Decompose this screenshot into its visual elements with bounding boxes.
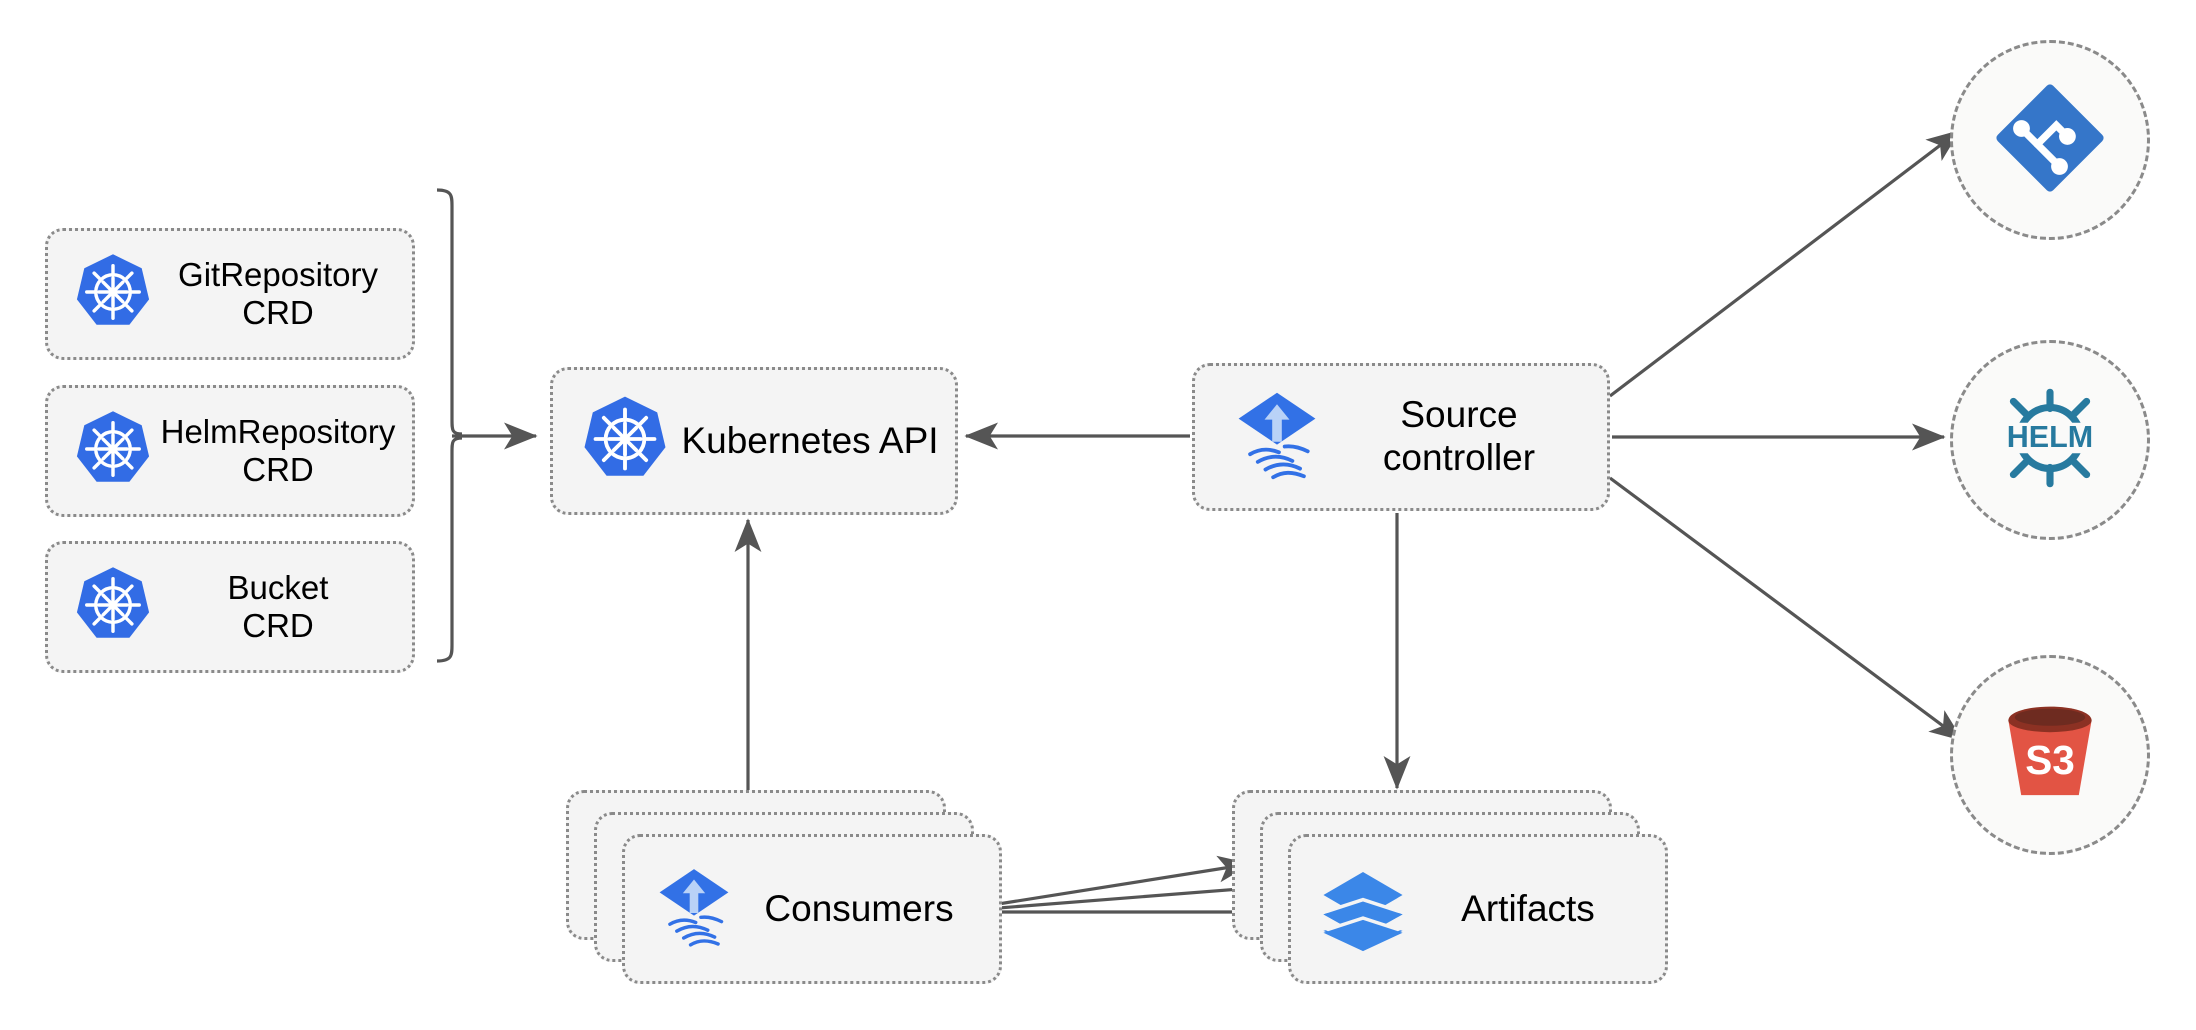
consumers-card-front[interactable]: Consumers (622, 834, 1002, 984)
node-kubernetes-api[interactable]: Kubernetes API (550, 367, 958, 515)
edge-source-controller-to-git (1609, 129, 1961, 398)
crd-card-label: GitRepository CRD (178, 256, 378, 331)
crd-group-brace-bottom (436, 436, 463, 663)
crd-card-helmrepository[interactable]: HelmRepository CRD (45, 385, 415, 517)
target-circle-git[interactable] (1950, 40, 2150, 240)
node-label: Kubernetes API (681, 419, 939, 461)
layers-icon (1317, 861, 1409, 958)
kubernetes-icon (579, 393, 671, 490)
crd-card-gitrepository[interactable]: GitRepository CRD (45, 228, 415, 360)
s3-bucket-icon: S3 (1991, 697, 2109, 814)
kubernetes-icon (72, 408, 154, 495)
crd-card-bucket[interactable]: Bucket CRD (45, 541, 415, 673)
artifacts-card-front[interactable]: Artifacts (1288, 834, 1668, 984)
crd-card-label: HelmRepository CRD (160, 413, 396, 488)
node-source-controller[interactable]: Source controller (1192, 363, 1610, 511)
node-label: Source controller (1382, 394, 1536, 478)
helm-icon: HELM (1989, 382, 2111, 499)
crd-group-brace-top (436, 188, 463, 436)
edge-source-controller-to-s3 (1609, 476, 1964, 742)
helm-label: HELM (2007, 420, 2093, 454)
s3-label: S3 (2025, 736, 2075, 782)
node-label: Consumers (764, 887, 954, 929)
node-consumers-stack[interactable]: Consumers (566, 790, 1002, 984)
crd-card-label: Bucket CRD (227, 569, 329, 644)
git-icon (1994, 82, 2106, 199)
target-circle-helm[interactable]: HELM (1950, 340, 2150, 540)
kubernetes-icon (72, 251, 154, 338)
node-label: Artifacts (1461, 887, 1595, 929)
flux-icon (651, 864, 737, 955)
kubernetes-icon (72, 564, 154, 651)
target-circle-s3[interactable]: S3 (1950, 655, 2150, 855)
flux-icon (1229, 387, 1325, 488)
node-artifacts-stack[interactable]: Artifacts (1232, 790, 1668, 984)
